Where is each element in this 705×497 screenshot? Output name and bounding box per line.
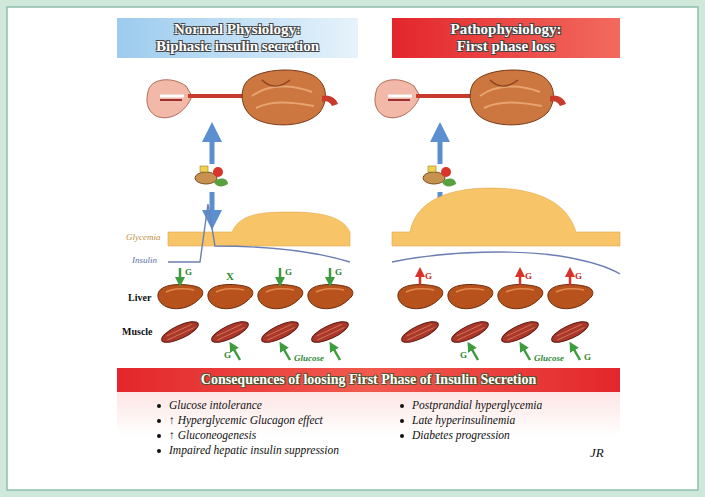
bullet-item: Late hyperinsulinemia bbox=[400, 413, 600, 428]
bullet-item: ↑ Hyperglycemic Glucagon effect bbox=[157, 413, 400, 428]
row-label: Muscle bbox=[122, 327, 153, 337]
row-label: Liver bbox=[128, 293, 151, 303]
consequences-panel: Consequences of loosing First Phase of I… bbox=[117, 368, 620, 466]
flux-label: G bbox=[525, 272, 532, 281]
flux-label: G bbox=[285, 268, 292, 277]
flux-label: G bbox=[575, 272, 582, 281]
bullet-dot bbox=[157, 419, 161, 423]
bullet-item: Postprandial hyperglycemia bbox=[400, 398, 600, 413]
signature: JR bbox=[590, 446, 604, 459]
bullet-item: ↑ Gluconeogenesis bbox=[157, 428, 400, 443]
bullet-dot bbox=[157, 449, 161, 453]
bullet-text: Impaired hepatic insulin suppression bbox=[169, 444, 339, 456]
bullet-column: Glucose intolerance ↑ Hyperglycemic Gluca… bbox=[157, 398, 400, 458]
bullet-dot bbox=[400, 404, 404, 408]
bullet-dot bbox=[157, 434, 161, 438]
flux-label: G bbox=[185, 268, 192, 277]
flux-label: G bbox=[224, 351, 231, 360]
header-band: Normal Physiology:Biphasic insulin secre… bbox=[117, 18, 358, 58]
bullet-dot bbox=[157, 404, 161, 408]
bullet-item: Impaired hepatic insulin suppression bbox=[157, 443, 400, 458]
bullet-text: Glucose intolerance bbox=[169, 399, 262, 411]
header-band: Pathophysiology:First phase loss bbox=[392, 18, 620, 58]
bullet-text: Diabetes progression bbox=[412, 429, 510, 441]
axis-label: Glycemia bbox=[126, 233, 160, 242]
header-text: First phase loss bbox=[398, 38, 614, 55]
panel-heading: Consequences of loosing First Phase of I… bbox=[117, 368, 620, 392]
bullet-dot bbox=[400, 434, 404, 438]
bullet-text: ↑ Hyperglycemic Glucagon effect bbox=[169, 414, 323, 426]
bullet-text: ↑ Gluconeogenesis bbox=[169, 429, 256, 441]
bullet-item: Glucose intolerance bbox=[157, 398, 400, 413]
flux-label: G bbox=[425, 272, 432, 281]
bullet-text: Late hyperinsulinemia bbox=[412, 414, 515, 426]
bullet-item: Diabetes progression bbox=[400, 428, 600, 443]
flux-label: Glucose bbox=[294, 354, 324, 363]
bullet-dot bbox=[400, 419, 404, 423]
flux-label: Glucose bbox=[534, 354, 564, 363]
header-text: Pathophysiology: bbox=[398, 21, 614, 38]
flux-label: G bbox=[460, 351, 467, 360]
bullet-text: Postprandial hyperglycemia bbox=[412, 399, 542, 411]
bullet-column: Postprandial hyperglycemiaLate hyperinsu… bbox=[400, 398, 600, 458]
block-mark: X bbox=[226, 271, 234, 282]
header-text: Biphasic insulin secretion bbox=[123, 38, 352, 55]
axis-label: Insulin bbox=[132, 256, 157, 265]
flux-label: G bbox=[584, 353, 591, 362]
flux-label: G bbox=[335, 268, 342, 277]
header-text: Normal Physiology: bbox=[123, 21, 352, 38]
bullet-columns: Glucose intolerance ↑ Hyperglycemic Gluca… bbox=[117, 392, 620, 466]
